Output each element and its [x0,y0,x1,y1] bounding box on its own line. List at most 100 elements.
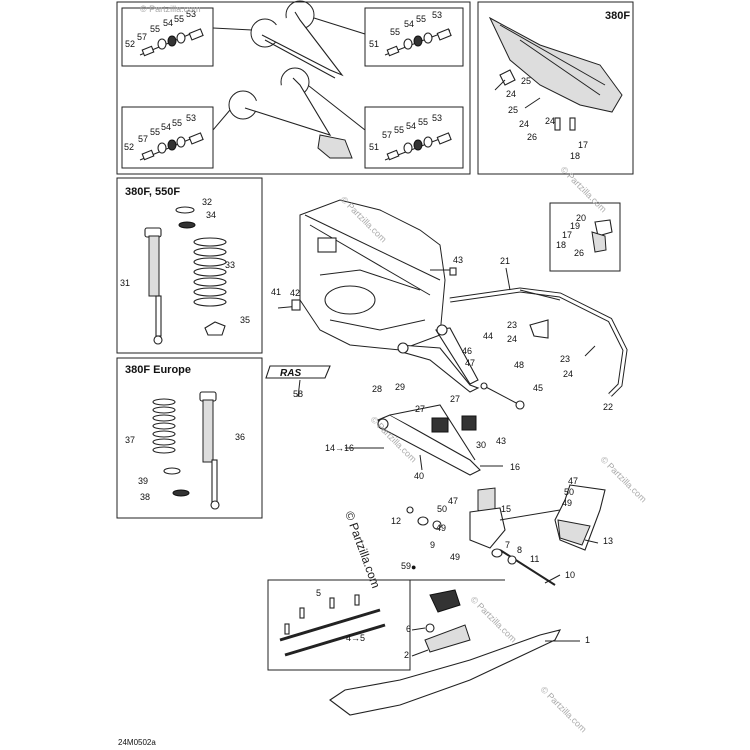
callout-36: 36 [235,432,245,442]
callout-17: 17 [578,140,588,150]
callout-57b: 57 [138,134,148,144]
callout-35: 35 [240,315,250,325]
ras-decal: RAS [265,365,331,379]
callout-17b: 17 [562,230,572,240]
callout-10: 10 [565,570,575,580]
callout-24: 24 [506,89,516,99]
callout-43: 43 [453,255,463,265]
callout-55g: 55 [394,125,404,135]
ski-stopper [554,484,606,551]
callout-4-5: 4→5 [346,633,365,643]
coil-spring-37 [152,398,176,454]
callout-55h: 55 [418,117,428,127]
callout-30: 30 [476,440,486,450]
watermark-1: © Partzilla.com [140,4,201,14]
callout-32: 32 [202,197,212,207]
callout-24c: 24 [545,116,555,126]
watermark-7: © Partzilla.com [469,594,519,644]
ski [329,589,562,716]
callout-59: 59 [401,561,411,571]
callout-23b: 23 [560,354,570,364]
callout-24e: 24 [563,369,573,379]
callout-47c: 47 [568,476,578,486]
ski-runner-box [267,579,411,671]
callout-49: 49 [436,523,446,533]
callout-23: 23 [507,320,517,330]
callout-57c: 57 [382,130,392,140]
callout-22: 22 [603,402,613,412]
callout-24d: 24 [507,334,517,344]
callout-16: 16 [510,462,520,472]
callout-54d: 54 [406,121,416,131]
callout-38: 38 [140,492,150,502]
callout-52b: 52 [124,142,134,152]
watermark-main: © Partzilla.com [342,509,383,590]
callout-55f: 55 [172,118,182,128]
callout-26: 26 [527,132,537,142]
callout-21: 21 [500,256,510,266]
watermark-6: © Partzilla.com [539,684,589,734]
watermark-4: © Partzilla.com [599,454,649,504]
front-suspension-main-assembly: 41 42 43 21 22 20 19 17 18 26 23 24 23 2… [265,199,628,716]
callout-44: 44 [483,331,493,341]
callout-37: 37 [125,435,135,445]
callout-27b: 27 [450,394,460,404]
callout-53d: 53 [432,113,442,123]
callout-5: 5 [316,588,321,598]
callout-12: 12 [391,516,401,526]
callout-42: 42 [290,288,300,298]
callout-33: 33 [225,260,235,270]
callout-53c: 53 [186,113,196,123]
callout-9: 9 [430,540,435,550]
callout-6: 6 [406,624,411,634]
callout-13: 13 [603,536,613,546]
callout-51: 51 [369,39,379,49]
callout-34: 34 [206,210,216,220]
callout-25b: 25 [508,105,518,115]
hardware-stack-lower-right [384,132,452,161]
callout-15: 15 [501,504,511,514]
callout-8: 8 [517,545,522,555]
a-arm-hardware-inset: 52 57 55 54 55 53 51 55 54 55 53 52 57 5… [116,0,471,175]
callout-41: 41 [271,287,281,297]
callout-57: 57 [137,32,147,42]
callout-26b: 26 [574,248,584,258]
oil-drop-icon: ● [411,562,416,572]
callout-55c: 55 [390,27,400,37]
callout-47: 47 [465,358,475,368]
callout-49b: 49 [450,552,460,562]
callout-54b: 54 [404,19,414,29]
callout-24b: 24 [519,119,529,129]
callout-53b: 53 [432,10,442,20]
callout-51b: 51 [369,142,379,152]
upper-a-arm [397,324,480,393]
callout-14-16: 14→16 [325,443,354,453]
callout-29: 29 [395,382,405,392]
callout-27: 27 [415,404,425,414]
callout-20: 20 [576,213,586,223]
callout-25: 25 [521,76,531,86]
callout-39: 39 [138,476,148,486]
callout-48: 48 [514,360,524,370]
callout-53: 53 [186,9,196,19]
callout-40: 40 [414,471,424,481]
spindle [469,487,506,549]
inset-title-380f-550f: 380F, 550F [125,186,180,198]
watermark-2: © Partzilla.com [559,164,609,214]
inset-380f-frame: 380F 25 24 25 24 24 26 17 18 [477,1,634,175]
callout-47b: 47 [448,496,458,506]
inset-title-380f: 380F [605,10,630,22]
callout-55d: 55 [416,14,426,24]
inset-title-380f-europe: 380F Europe [125,364,191,376]
callout-55: 55 [150,24,160,34]
callout-55e: 55 [150,127,160,137]
upper-a-arm-inset [212,0,366,79]
callout-52: 52 [125,39,135,49]
callout-45: 45 [533,383,543,393]
inset-shock-380f-550f: 380F, 550F 32 34 33 31 35 [116,177,263,354]
diagram-code: 24M0502a [118,738,156,747]
callout-50: 50 [437,504,447,514]
callout-1: 1 [585,635,590,645]
hardware-stack-upper-right [384,28,452,57]
